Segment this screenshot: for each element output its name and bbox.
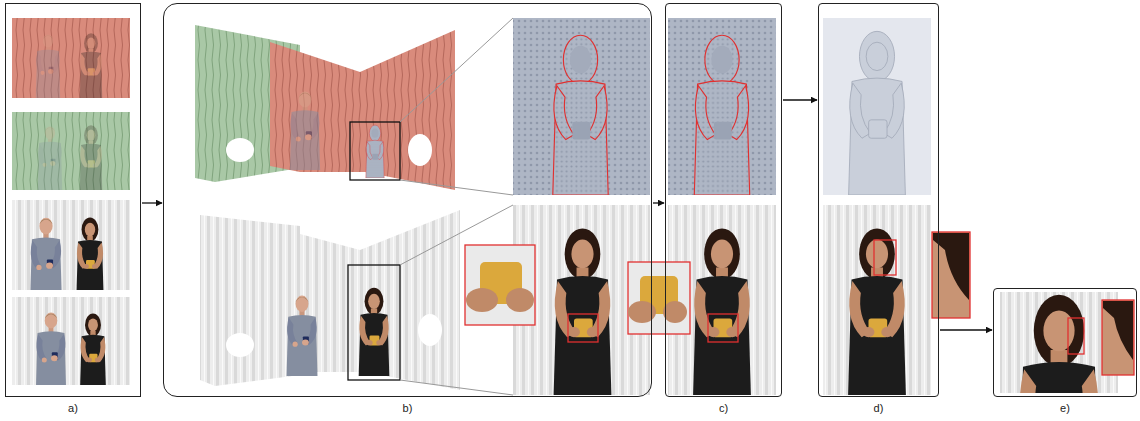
merged-reconstruction-part [513, 18, 650, 195]
merged-reconstruction-part [287, 296, 318, 376]
panel: c) [665, 3, 782, 415]
merged-reconstruction-part [348, 265, 400, 380]
input-scans-part [80, 125, 102, 190]
merged-reconstruction-part [400, 18, 513, 122]
final-result [1000, 292, 1134, 421]
refined-result-part [693, 228, 751, 395]
smoothed-result-part [849, 31, 906, 195]
merged-reconstruction [195, 18, 650, 395]
merged-reconstruction-part [553, 35, 608, 195]
refined-result-part [663, 301, 687, 323]
input-scans-part-part [12, 297, 130, 385]
smoothed-result-part [874, 240, 896, 275]
input-scans-part [12, 200, 130, 290]
panel-label: e) [993, 402, 1137, 415]
flow-arrow [142, 202, 162, 203]
merged-reconstruction-part [226, 333, 254, 357]
merged-reconstruction-part [290, 91, 320, 170]
merged-reconstruction-part [466, 288, 498, 312]
refined-result [628, 18, 776, 395]
panel-frame [163, 3, 652, 397]
merged-reconstruction-part [408, 134, 432, 166]
flow-arrow [940, 329, 992, 330]
final-result-part [1103, 301, 1133, 360]
merged-reconstruction-part [270, 30, 455, 190]
merged-reconstruction-part [506, 288, 534, 312]
panel: d) [818, 3, 939, 415]
input-scans-part [36, 34, 60, 98]
input-scans [12, 18, 130, 391]
refined-result-part [628, 262, 690, 334]
refined-result-part [668, 18, 776, 195]
panel-label: d) [818, 402, 939, 415]
smoothed-result-part [823, 18, 931, 195]
refined-result-part [694, 35, 749, 195]
input-scans-part [12, 297, 130, 385]
merged-reconstruction-part [465, 245, 535, 325]
input-scans-part [80, 33, 102, 98]
panel-frame [5, 3, 141, 397]
panel-frame [665, 3, 782, 397]
input-scans-part [38, 126, 62, 190]
input-scans-part [12, 18, 130, 98]
panel-frame [993, 288, 1137, 397]
input-scans-part-part [36, 312, 66, 385]
panel: e) [993, 288, 1137, 415]
merged-reconstruction-part [400, 180, 513, 195]
final-result-part [1000, 292, 1118, 393]
input-scans-part-part [30, 218, 62, 290]
final-result-part [1068, 318, 1084, 354]
input-scans-part-part [80, 314, 106, 385]
merged-reconstruction-part [350, 122, 400, 180]
panel-label: b) [163, 402, 652, 415]
panel-label: a) [5, 402, 141, 415]
flow-arrow [783, 99, 817, 100]
smoothed-result-part [823, 205, 931, 395]
smoothed-result [823, 18, 970, 395]
merged-reconstruction-part [359, 288, 390, 376]
input-scans-part [12, 112, 130, 190]
merged-reconstruction-part [226, 138, 254, 162]
merged-reconstruction-part [554, 228, 612, 395]
merged-reconstruction-part [418, 314, 442, 346]
panel: b) [163, 3, 652, 415]
refined-result-part [708, 314, 738, 342]
panel: a) [5, 3, 141, 415]
panel-label: c) [665, 402, 782, 415]
final-result-part-part [1018, 295, 1100, 393]
smoothed-result-part [848, 228, 906, 395]
merged-reconstruction-part [400, 380, 513, 395]
flow-arrow [653, 202, 664, 203]
merged-reconstruction-part [366, 125, 384, 178]
panel-frame [818, 3, 939, 397]
final-result-part [1102, 300, 1134, 375]
merged-reconstruction-part [568, 314, 598, 342]
smoothed-result-part [932, 232, 970, 318]
input-scans-part-part [76, 218, 103, 290]
input-scans-part-part [12, 200, 130, 290]
merged-reconstruction-part [270, 210, 460, 390]
